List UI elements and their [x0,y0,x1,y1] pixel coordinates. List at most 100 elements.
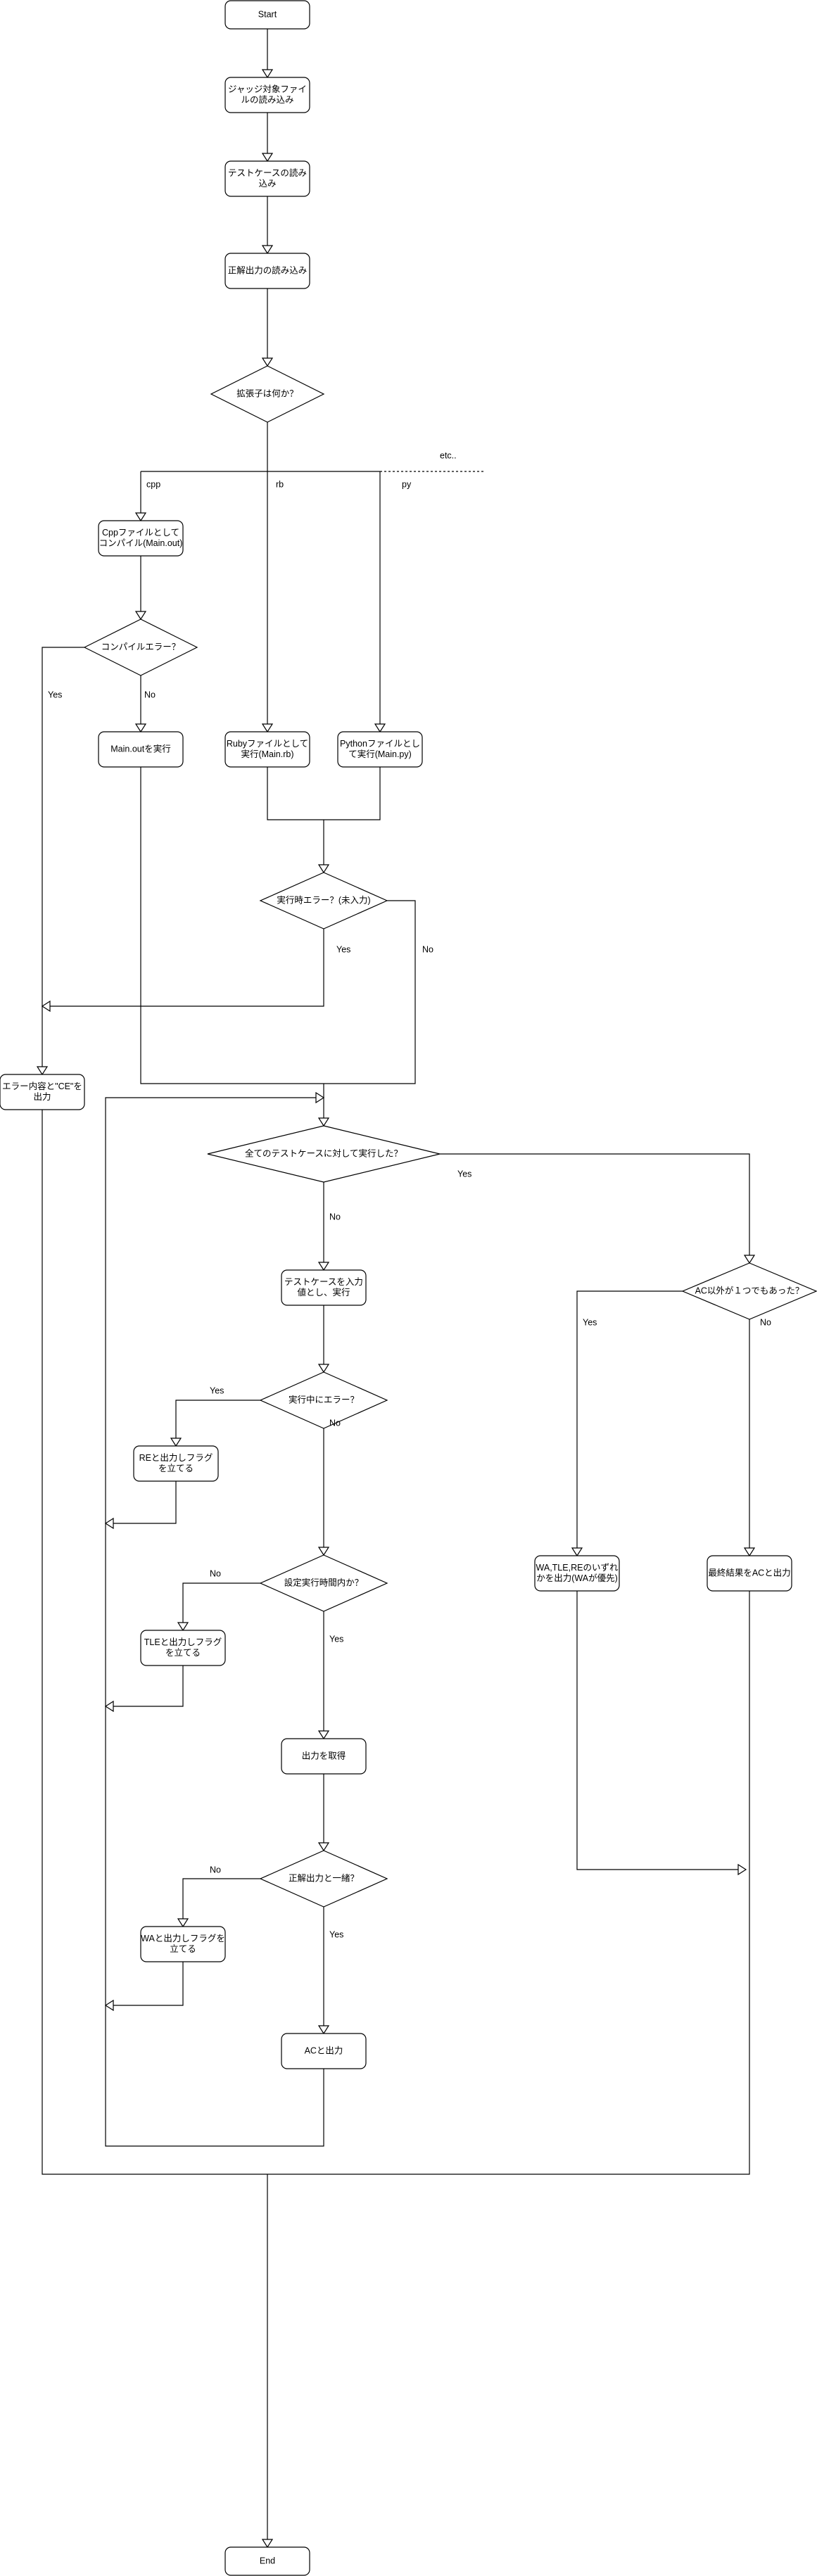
arrowhead [170,1438,182,1447]
arrowhead [571,1547,583,1557]
node-label: 正解出力と一緒？ [289,1872,359,1883]
connector [106,1665,184,1707]
arrowhead [104,1517,114,1530]
node-label: Rubyファイルとして [227,739,308,749]
connector [105,1097,324,2147]
node-label: Start [258,9,277,19]
edge-label-runtime-yes: Yes [336,944,350,954]
arrowhead [261,245,274,255]
process-node-read-expected: 正解出力の読み込み [224,253,310,289]
connector [576,1591,746,1870]
connector [182,1878,260,1927]
edge-label-rb: rb [276,479,284,489]
connector [42,929,324,1007]
arrowhead [134,723,147,733]
connector [42,647,84,1074]
arrowhead [317,1842,330,1852]
node-label: 最終結果をACと出力 [708,1567,790,1578]
node-label: エラー内容と"CE"を [2,1081,82,1091]
edge-label-nonac-no: No [760,1317,771,1327]
process-node-get-output: 出力を取得 [281,1738,367,1775]
process-node-start: Start [224,0,310,30]
edge-label-time-yes: Yes [329,1634,343,1644]
connector [140,767,324,1084]
node-label: 拡張子は何か？ [236,388,298,398]
node-label: 全てのテストケースに対して実行した？ [245,1148,403,1158]
node-label: AC以外が１つでもあった？ [695,1285,804,1295]
connector [440,1153,750,1263]
node-label: を立てる [158,1463,194,1473]
node-label: 実行時エラー？(未入力) [277,894,370,905]
arrowhead [374,723,386,733]
arrowhead [261,153,274,163]
arrowhead [317,1730,330,1740]
decision-node-all-tests-done: 全てのテストケースに対して実行した？ [207,1125,441,1183]
arrowhead [177,1622,189,1632]
node-label: 込み [258,179,276,189]
node-label: 実行(Main.rb) [241,749,293,759]
connector [267,767,381,820]
node-label: 出力 [33,1092,51,1102]
arrowhead [317,2025,330,2035]
edge-label-time-no: No [210,1568,221,1578]
edge-label-cpp: cpp [146,479,160,489]
connector [106,1481,177,1524]
node-label: コンパイルエラー？ [101,642,181,652]
process-node-final-ac: 最終結果をACと出力 [707,1555,792,1592]
arrowhead [261,69,274,79]
edge-label-error-no: No [329,1418,341,1428]
decision-node-ext-decision: 拡張子は何か？ [210,365,325,423]
node-label: コンパイル(Main.out) [99,538,183,548]
decision-node-compile-error: コンパイルエラー？ [83,618,198,676]
node-label: 設定実行時間内か？ [284,1577,364,1587]
node-label: ACと出力 [305,2045,343,2055]
decision-node-any-non-ac: AC以外が１つでもあった？ [681,1262,817,1320]
arrowhead [743,1255,756,1264]
arrowhead [261,723,274,733]
node-label: WAと出力しフラグを [141,1934,225,1943]
connector [175,1400,260,1446]
arrowhead [104,1999,114,2012]
decision-node-runtime-error-noinput: 実行時エラー？(未入力) [259,872,388,929]
connector [576,1290,683,1556]
node-label: 出力を取得 [302,1750,346,1760]
edge-label-runtime-no: No [422,944,433,954]
connector [182,1582,260,1630]
arrowhead [317,1364,330,1373]
arrowhead [317,864,330,874]
node-label: 実行中にエラー？ [289,1394,359,1404]
node-label: テストケースを入力 [284,1277,363,1287]
process-node-end: End [224,2546,310,2576]
node-label: て実行(Main.py) [348,749,412,759]
arrowhead [317,1547,330,1556]
arrowhead [41,1000,51,1013]
node-label: を立てる [165,1647,201,1658]
decision-node-matches-expected: 正解出力と一緒？ [259,1850,388,1908]
node-label: Main.outを実行 [110,743,170,754]
node-label: End [260,2556,275,2565]
arrowhead [317,1117,330,1127]
arrowhead [315,1091,325,1104]
node-label: WA,TLE,REのいずれ [536,1563,619,1573]
edge-label-compile-yes: Yes [48,690,62,699]
arrowhead [134,611,147,621]
node-label: Pythonファイルとし [340,739,420,749]
arrowhead [36,1066,49,1076]
node-label: Cppファイルとして [102,528,179,538]
edge-label-py: py [402,479,412,489]
edge-label-all-yes: Yes [457,1169,471,1179]
edge-label-match-yes: Yes [329,1929,343,1939]
node-label: かを出力(WAが優先) [536,1573,618,1583]
arrowhead [317,1262,330,1271]
decision-node-error-during-run: 実行中にエラー？ [259,1371,388,1429]
edge-label-match-no: No [210,1865,221,1874]
node-label: TLEと出力しフラグ [144,1637,222,1647]
connector [106,1962,184,2006]
